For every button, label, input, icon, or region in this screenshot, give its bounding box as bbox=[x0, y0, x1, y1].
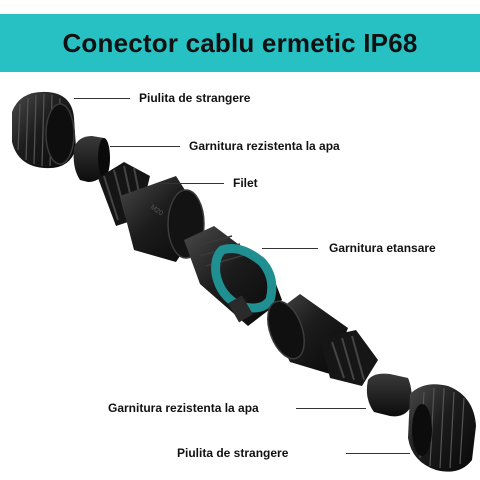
label-gasket: Garnitura etansare bbox=[329, 241, 436, 255]
leader-line-seal-bottom bbox=[296, 408, 366, 409]
label-seal-top: Garnitura rezistenta la apa bbox=[189, 139, 340, 153]
waterproof-seal-top bbox=[73, 136, 110, 182]
leader-line-nut-bottom bbox=[346, 453, 410, 454]
leader-line-nut-top bbox=[74, 98, 130, 99]
leader-line-gasket bbox=[262, 248, 318, 249]
leader-line-thread bbox=[156, 183, 224, 184]
waterproof-seal-bottom bbox=[366, 373, 412, 417]
tightening-nut-top bbox=[12, 91, 76, 169]
label-nut-top: Piulita de strangere bbox=[139, 91, 251, 105]
leader-line-seal-top bbox=[110, 146, 180, 147]
center-body-with-gasket bbox=[184, 226, 282, 326]
label-seal-bottom: Garnitura rezistenta la apa bbox=[108, 401, 259, 415]
label-thread: Filet bbox=[233, 176, 258, 190]
title-banner: Conector cablu ermetic IP68 bbox=[0, 14, 480, 72]
threaded-body-bottom bbox=[267, 294, 378, 386]
tightening-nut-bottom bbox=[408, 384, 476, 472]
page-title: Conector cablu ermetic IP68 bbox=[62, 27, 418, 58]
label-nut-bottom: Piulita de strangere bbox=[177, 446, 289, 460]
